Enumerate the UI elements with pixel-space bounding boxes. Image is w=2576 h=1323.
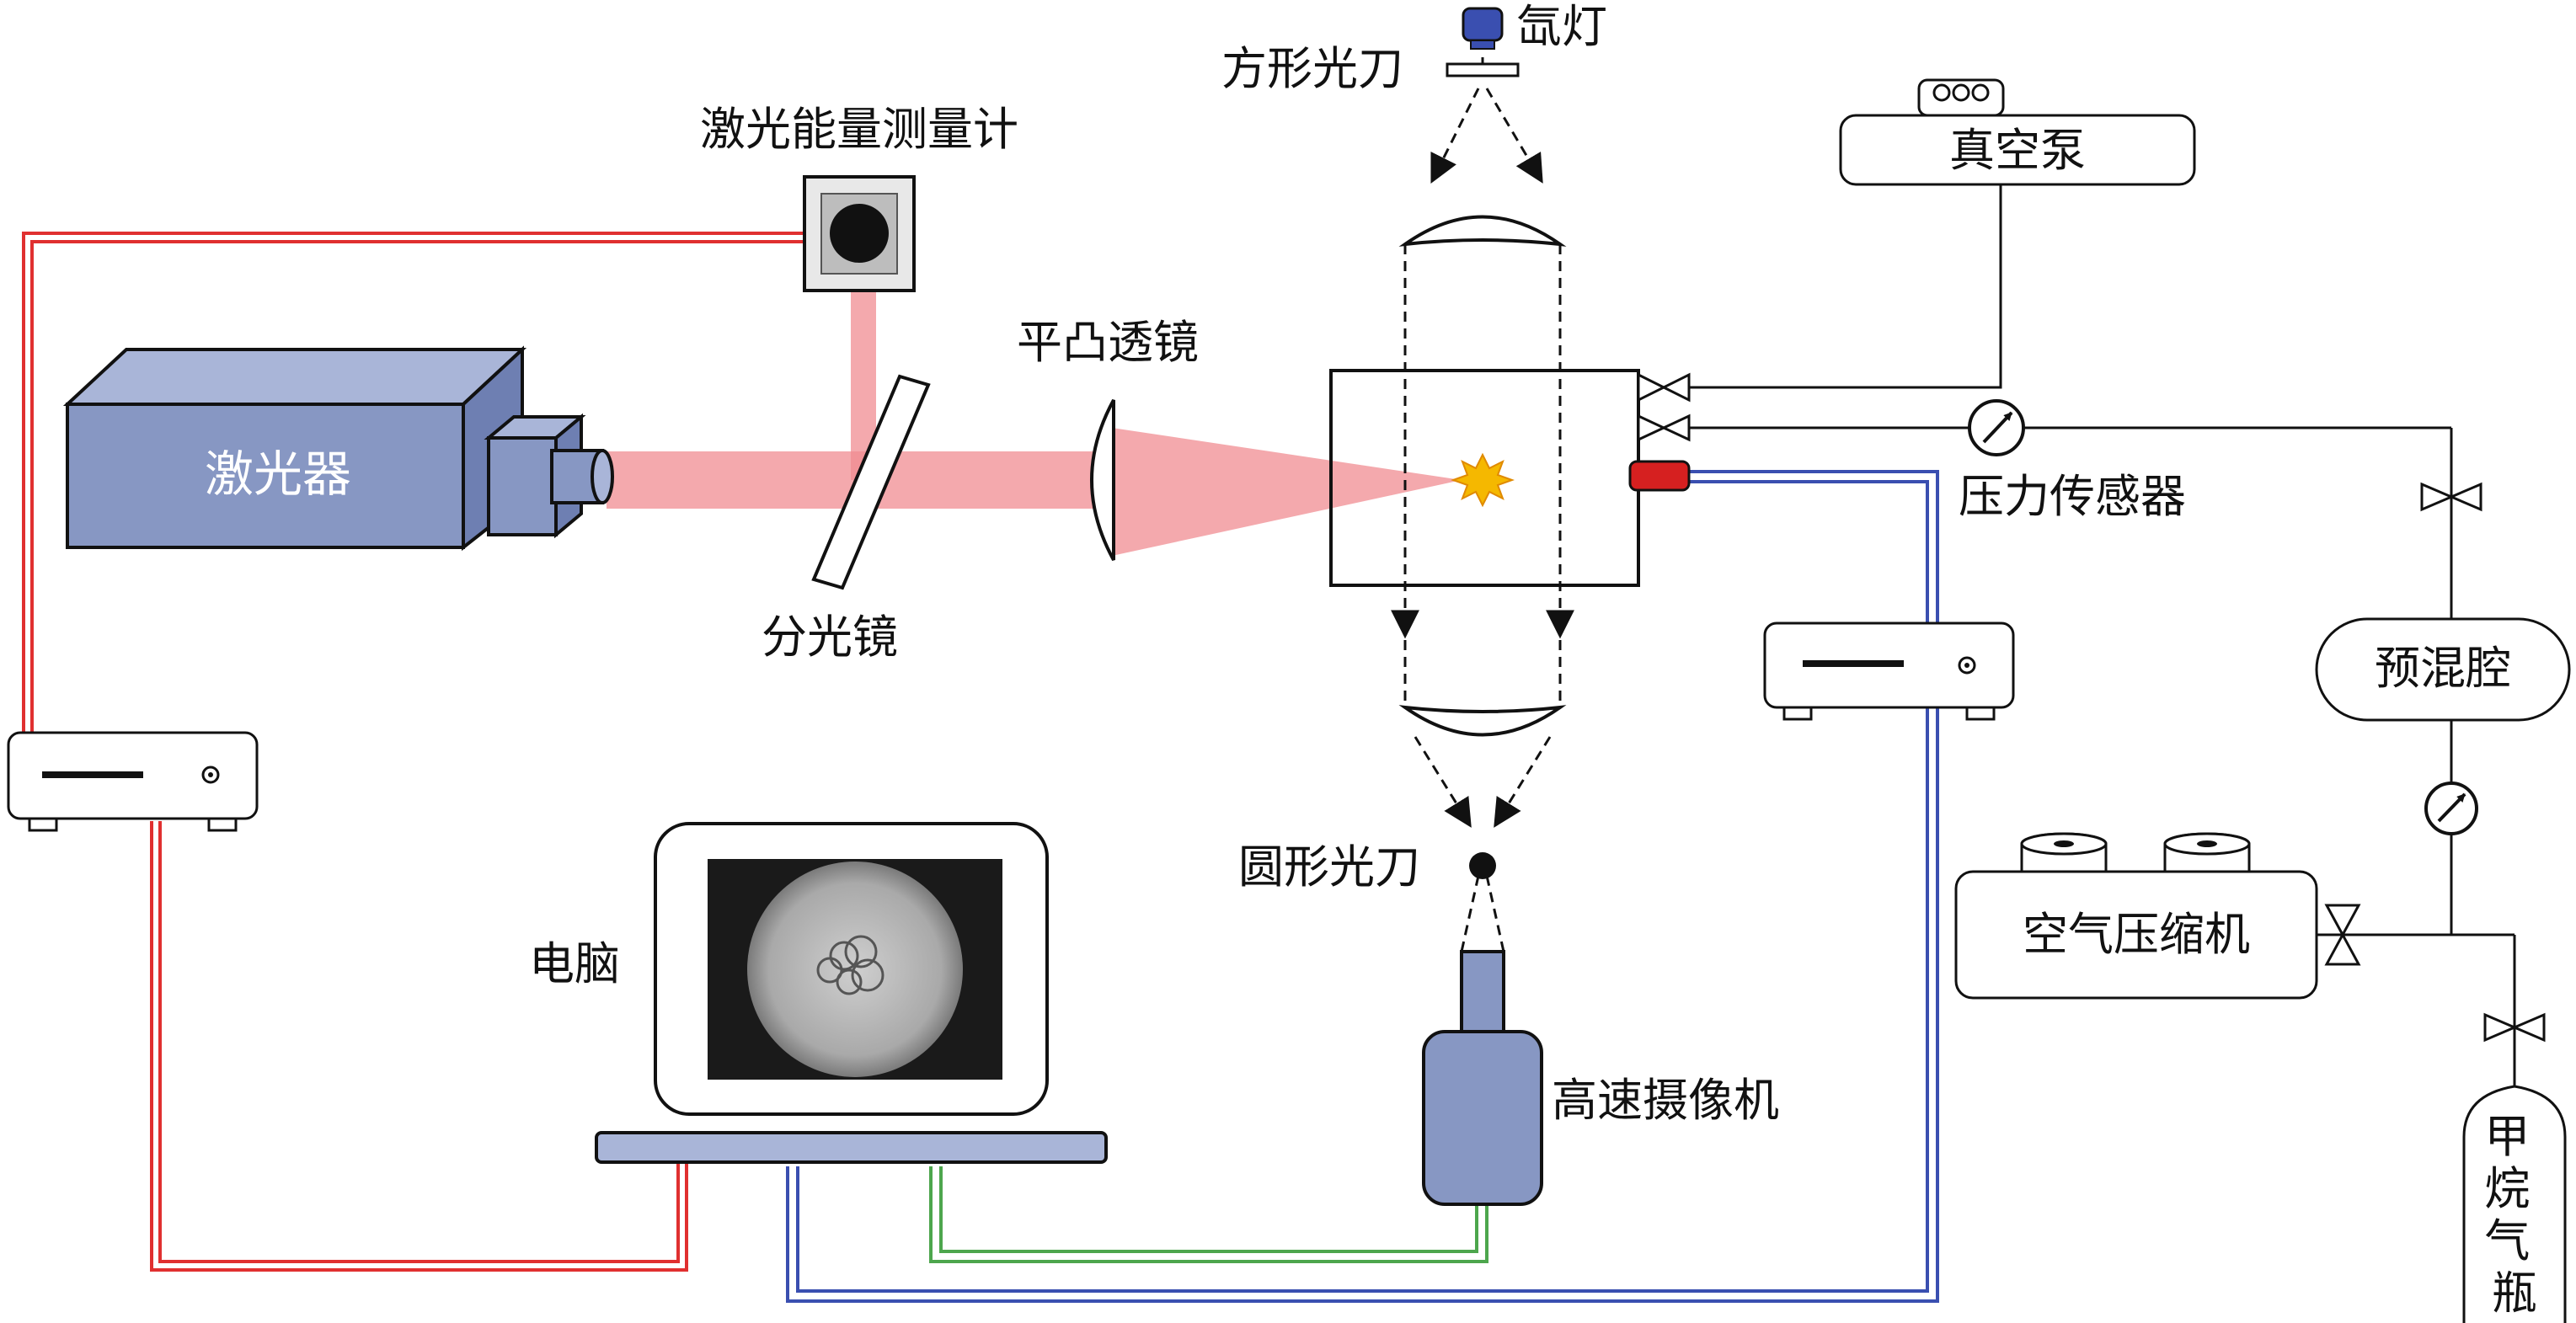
xenon-lamp-label: 氙灯 bbox=[1516, 0, 1607, 53]
focusing-lens bbox=[1398, 705, 1567, 737]
plano-convex-lens bbox=[1090, 399, 1115, 561]
laser bbox=[62, 345, 614, 552]
vacuum-pump-label: 真空泵 bbox=[1949, 124, 2086, 177]
pressure-gauge-icon bbox=[1968, 399, 2025, 456]
premix-gauge-icon bbox=[2424, 782, 2478, 835]
chamber-valve-vacuum bbox=[1637, 372, 1691, 403]
blue-cable bbox=[786, 470, 1939, 1303]
computer bbox=[595, 822, 1108, 1164]
pressure-transducer bbox=[1628, 460, 1691, 492]
premix-chamber-label: 预混腔 bbox=[2375, 642, 2511, 695]
vacuum-pump bbox=[1839, 78, 2196, 186]
flame-image bbox=[816, 935, 884, 995]
green-cable bbox=[929, 1166, 1488, 1263]
air-compressor bbox=[1954, 832, 2318, 1000]
sensor-controller bbox=[1763, 621, 2015, 721]
round-knife-edge bbox=[1469, 852, 1496, 879]
methane-cylinder bbox=[2462, 1085, 2567, 1323]
high-speed-camera-label: 高速摄像机 bbox=[1552, 1074, 1779, 1127]
laser-label: 激光器 bbox=[205, 445, 351, 503]
square-knife-edge-label: 方形光刀 bbox=[1221, 42, 1403, 95]
methane-valve bbox=[2483, 1012, 2546, 1043]
compressor-valve bbox=[2324, 904, 2361, 966]
square-knife-edge bbox=[1446, 57, 1520, 77]
premix-inlet-valve bbox=[2420, 482, 2482, 512]
premix-chamber bbox=[2315, 617, 2571, 722]
laser-controller bbox=[7, 731, 259, 832]
pressure-sensor-label: 压力传感器 bbox=[1959, 470, 2186, 523]
energy-meter-label: 激光能量测量计 bbox=[700, 103, 1018, 156]
chamber-valve-pressure bbox=[1637, 413, 1691, 442]
beam-splitter bbox=[811, 374, 931, 590]
plano-convex-lens-label: 平凸透镜 bbox=[1017, 316, 1199, 369]
methane-cylinder-label: 甲 烷 气 瓶 bbox=[2484, 1110, 2544, 1320]
computer-label: 电脑 bbox=[529, 937, 620, 990]
red-cable bbox=[22, 232, 804, 1272]
schlieren-light-path bbox=[1391, 88, 1574, 952]
spark-icon bbox=[1450, 452, 1515, 508]
round-knife-edge-label: 圆形光刀 bbox=[1238, 840, 1420, 894]
beam-splitter-label: 分光镜 bbox=[762, 611, 898, 664]
air-compressor-label: 空气压缩机 bbox=[2023, 908, 2250, 961]
laser-beam bbox=[607, 269, 1462, 556]
high-speed-camera bbox=[1422, 950, 1543, 1206]
xenon-lamp bbox=[1462, 7, 1504, 50]
energy-meter bbox=[803, 175, 916, 292]
collimating-lens bbox=[1398, 215, 1567, 247]
gas-pipes bbox=[1689, 184, 2516, 1095]
